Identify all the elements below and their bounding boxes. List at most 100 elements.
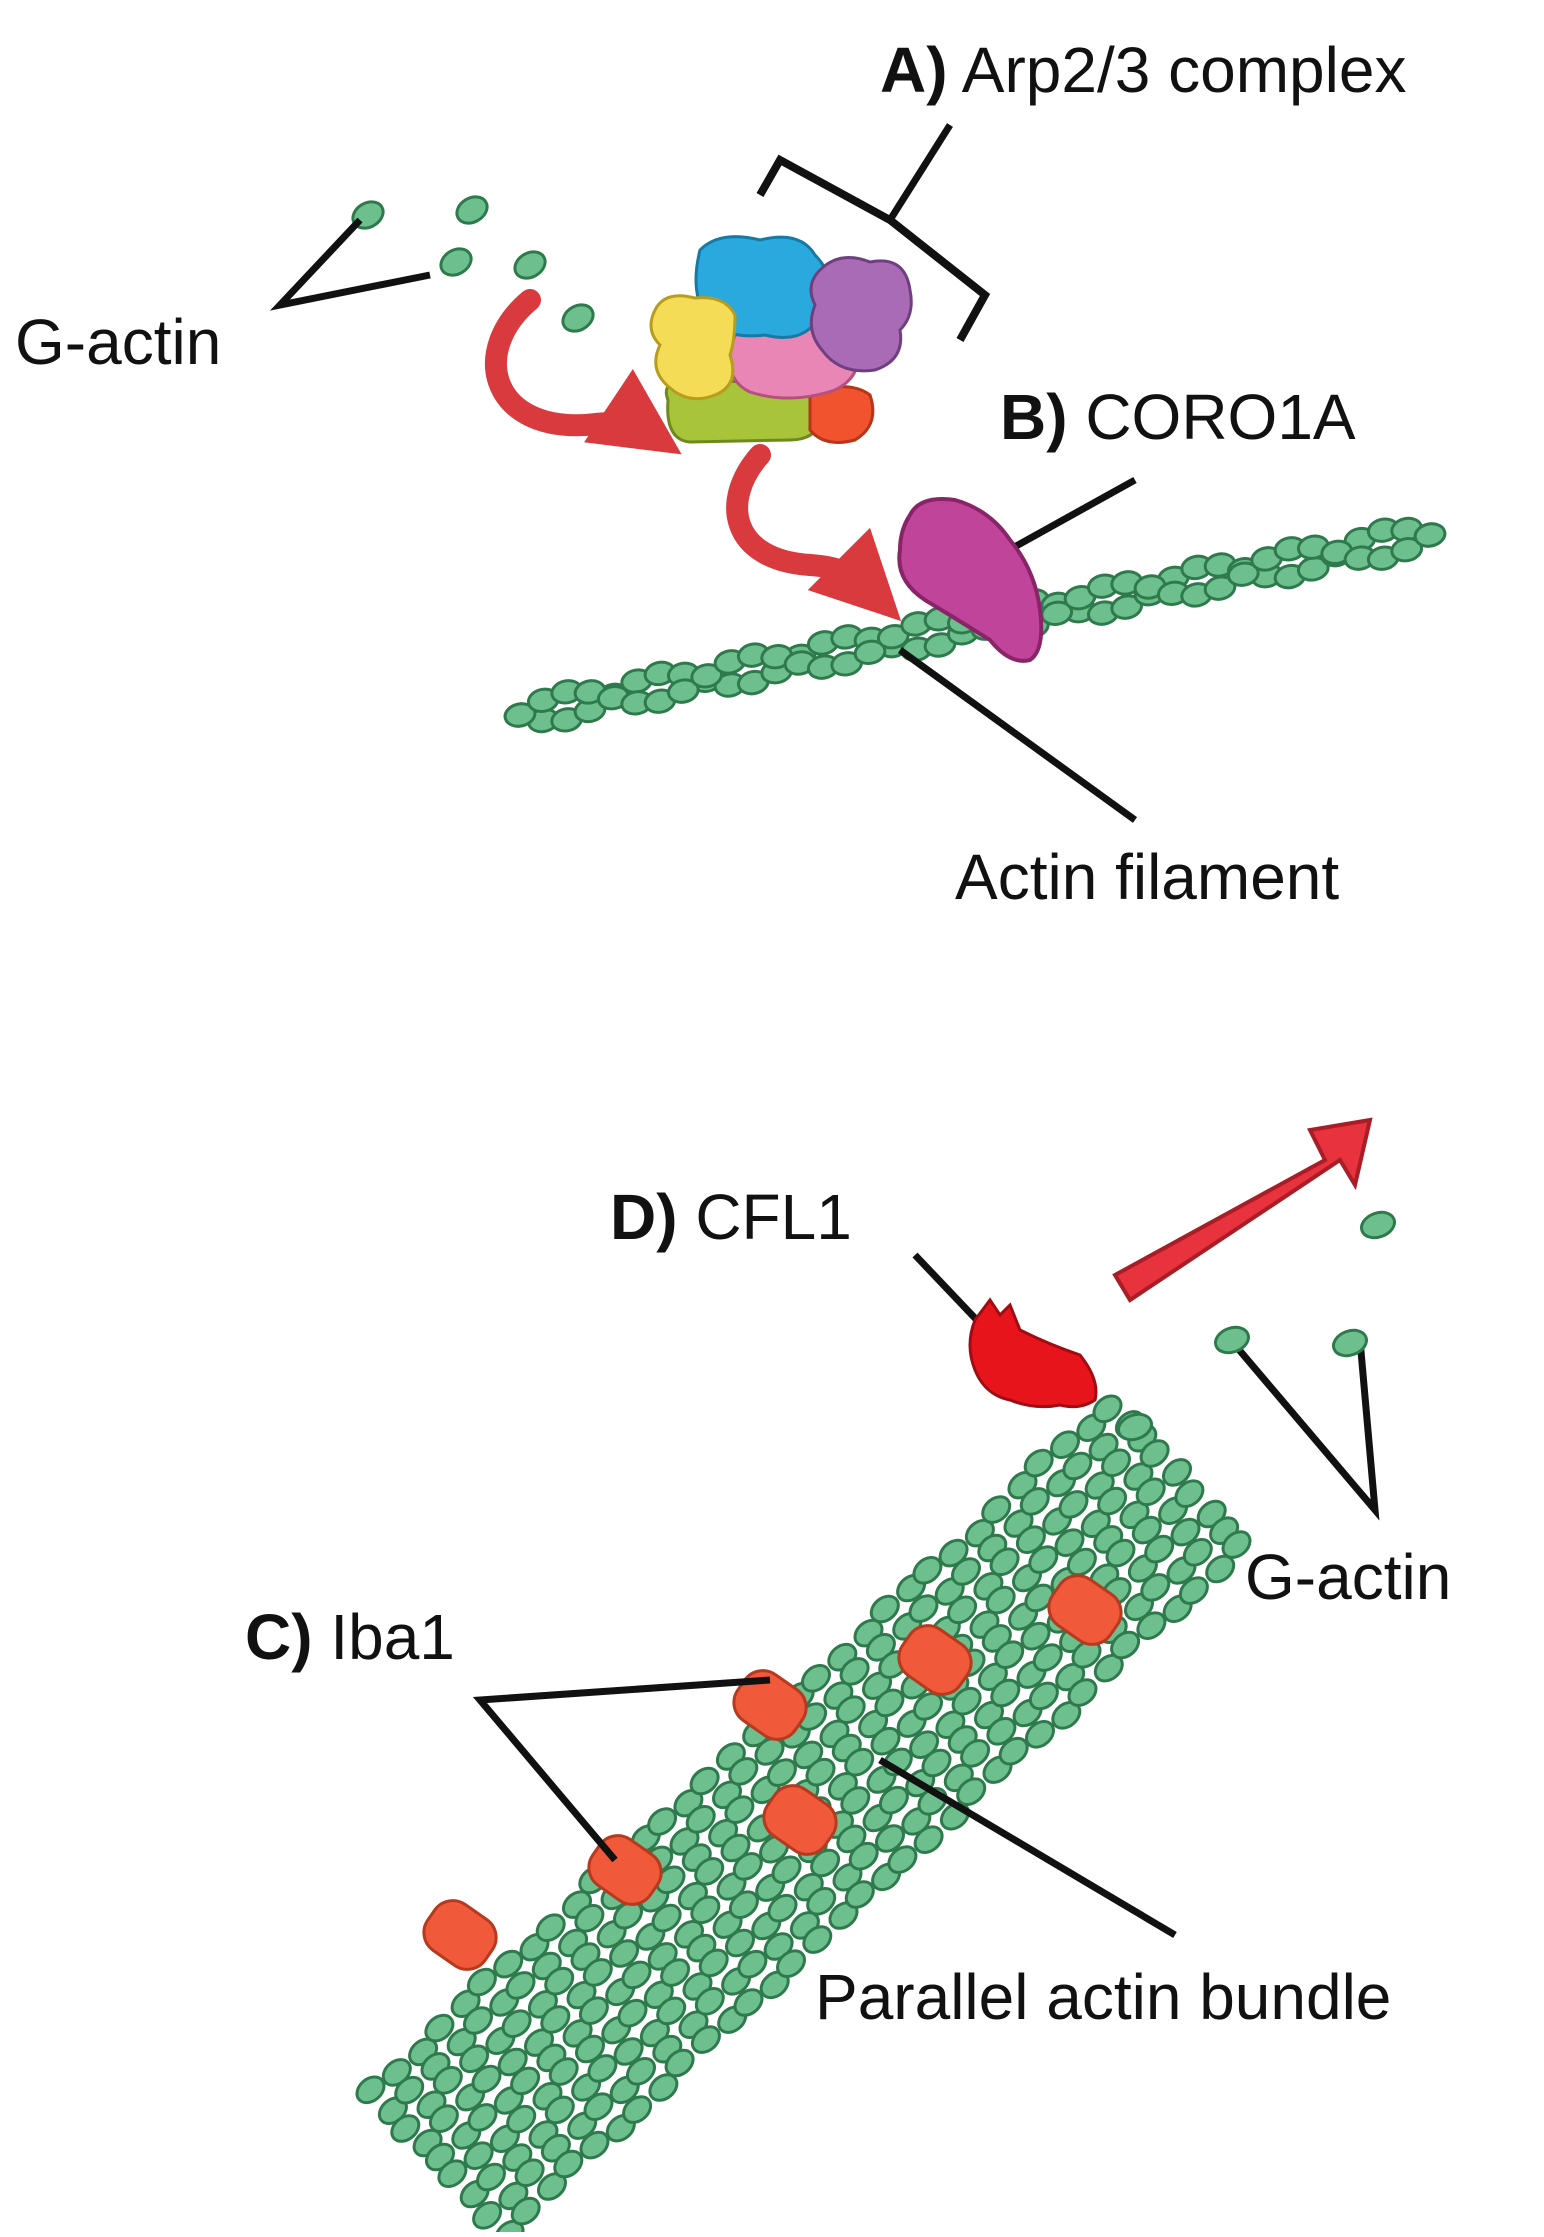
bundle-actin-subunit bbox=[981, 1495, 1012, 1524]
bundle-actin-subunit bbox=[463, 2006, 493, 2035]
bundle-actin-subunit bbox=[587, 2054, 618, 2083]
bundle-actin-subunit bbox=[1058, 1490, 1089, 1519]
actin-filament-subunit bbox=[853, 639, 887, 666]
cfl1-label: D) CFL1 bbox=[610, 1185, 852, 1249]
g-actin-monomer bbox=[1332, 1328, 1368, 1358]
bundle-actin-subunit bbox=[621, 1960, 652, 1990]
bundle-actin-subunit bbox=[1066, 1547, 1097, 1577]
bundle-actin-subunit bbox=[579, 2130, 610, 2160]
cfl1-icon bbox=[968, 1297, 1098, 1409]
bundle-actin-subunit bbox=[582, 1958, 613, 1987]
bundle-actin-subunit bbox=[394, 2075, 425, 2105]
actin-filament-subunit bbox=[1226, 561, 1260, 587]
bundle-actin-subunit bbox=[617, 1998, 648, 2028]
red-curved-arrow-1 bbox=[485, 289, 682, 455]
g-actin-monomers-top bbox=[351, 195, 595, 333]
bundle-actin-subunit bbox=[1024, 1583, 1055, 1613]
bundle-actin-subunit bbox=[651, 1903, 682, 1933]
bundle-actin-subunit bbox=[951, 1557, 981, 1586]
bundle-actin-subunit bbox=[1028, 1545, 1059, 1574]
bundle-actin-subunit bbox=[1162, 1458, 1192, 1487]
bundle-actin-subunit bbox=[985, 1585, 1016, 1615]
bundle-actin-subunit bbox=[875, 1824, 905, 1853]
bundle-actin-subunit bbox=[647, 1807, 678, 1836]
bundle-actin-subunit bbox=[583, 2092, 614, 2122]
bundle-actin-subunit bbox=[1062, 1451, 1093, 1481]
g-actin-monomer bbox=[1117, 1412, 1153, 1442]
g-actin-bottom-label: G-actin bbox=[1245, 1541, 1452, 1613]
red-straight-arrow bbox=[1112, 1117, 1373, 1303]
bundle-actin-subunit bbox=[802, 1925, 833, 1954]
bundle-actin-subunit bbox=[432, 2065, 463, 2095]
bundle-actin-subunit bbox=[622, 2095, 653, 2124]
bundle-actin-subunit bbox=[869, 1594, 900, 1624]
bundle-actin-subunit bbox=[835, 1695, 866, 1725]
bundle-actin-subunit bbox=[912, 1555, 943, 1585]
bundle-actin-subunit bbox=[501, 2009, 532, 2039]
bundle-actin-subunit bbox=[471, 2064, 502, 2094]
iba1-label: C) Iba1 bbox=[245, 1605, 455, 1669]
bundle-actin-subunit bbox=[913, 1692, 943, 1721]
bundle-actin-subunit bbox=[690, 1895, 721, 1925]
bundle-actin-subunit bbox=[1020, 1621, 1051, 1651]
bundle-actin-subunit bbox=[510, 2066, 541, 2096]
bundle-actin-subunit bbox=[514, 2158, 545, 2188]
bundle-actin-subunit bbox=[960, 1739, 991, 1768]
bundle-actin-subunit bbox=[806, 1886, 837, 1916]
bundle-actin-subunit bbox=[887, 1845, 918, 1874]
bundle-actin-subunit bbox=[724, 1795, 755, 1825]
bundle-actin-subunit bbox=[467, 2103, 498, 2132]
bundle-actin-subunit bbox=[1097, 1486, 1128, 1516]
bundle-actin-subunit bbox=[510, 2196, 541, 2226]
bundle-actin-subunit bbox=[908, 1594, 939, 1623]
iba1-leader bbox=[472, 1676, 771, 1863]
actin-filament-leader bbox=[897, 647, 1138, 823]
bundle-actin-subunit bbox=[805, 1757, 836, 1787]
coro1a-name: CORO1A bbox=[1085, 381, 1356, 453]
bundle-actin-subunit bbox=[1170, 1517, 1201, 1547]
bundle-actin-subunit bbox=[1144, 1534, 1175, 1564]
bundle-actin-subunit bbox=[1139, 1439, 1170, 1468]
cfl1-letter: D) bbox=[610, 1181, 678, 1253]
bundle-actin-subunit bbox=[424, 2013, 455, 2043]
bundle-actin-subunit bbox=[493, 1949, 524, 1979]
bundle-actin-subunit bbox=[613, 1900, 643, 1930]
g-actin-monomer bbox=[439, 247, 473, 277]
g-actin-monomers-bottom bbox=[1117, 1210, 1396, 1442]
arp23-bracket-stem bbox=[887, 123, 953, 222]
bundle-actin-subunit bbox=[1050, 1430, 1080, 1460]
iba1-protein bbox=[422, 1899, 498, 1971]
bundle-actin-subunit bbox=[655, 1865, 686, 1895]
bundle-actin-subunit bbox=[951, 1686, 982, 1716]
bundle-actin-subunit bbox=[776, 1949, 806, 1979]
bundle-actin-subunit bbox=[737, 1949, 768, 1979]
g-actin-monomer bbox=[561, 303, 595, 333]
bundle-actin-subunit bbox=[689, 1766, 720, 1796]
bundle-actin-subunit bbox=[1028, 1681, 1059, 1711]
bundle-actin-subunit bbox=[428, 2104, 459, 2134]
bundle-actin-subunit bbox=[1023, 1448, 1054, 1478]
bundle-actin-subunit bbox=[355, 2075, 386, 2105]
bundle-actin-subunit bbox=[664, 2048, 695, 2078]
g-actin-top-leader bbox=[269, 217, 431, 311]
bundle-actin-subunit bbox=[506, 2104, 537, 2134]
bundle-actin-subunit bbox=[694, 1857, 725, 1886]
bundle-actin-subunit bbox=[878, 1785, 909, 1815]
arp23-complex-icon bbox=[649, 235, 913, 444]
red-curved-arrow-2 bbox=[726, 444, 902, 622]
bundle-actin-subunit bbox=[848, 1841, 879, 1871]
bundle-actin-subunit bbox=[725, 1928, 755, 1958]
actin-filament-subunit bbox=[503, 702, 537, 728]
iba1-proteins bbox=[422, 1574, 1123, 1971]
bundle-actin-subunit bbox=[1221, 1530, 1252, 1559]
bundle-actin-subunit bbox=[771, 1855, 802, 1885]
bundle-actin-subunit bbox=[1025, 1719, 1055, 1749]
bundle-actin-subunit bbox=[544, 2095, 575, 2125]
bundle-actin-subunit bbox=[870, 1726, 901, 1756]
bundle-actin-subunit bbox=[648, 2073, 679, 2102]
arp23-name: Arp2/3 complex bbox=[961, 34, 1407, 106]
arp23-label: A) Arp2/3 complex bbox=[880, 38, 1406, 102]
bundle-actin-subunit bbox=[1092, 1394, 1123, 1424]
